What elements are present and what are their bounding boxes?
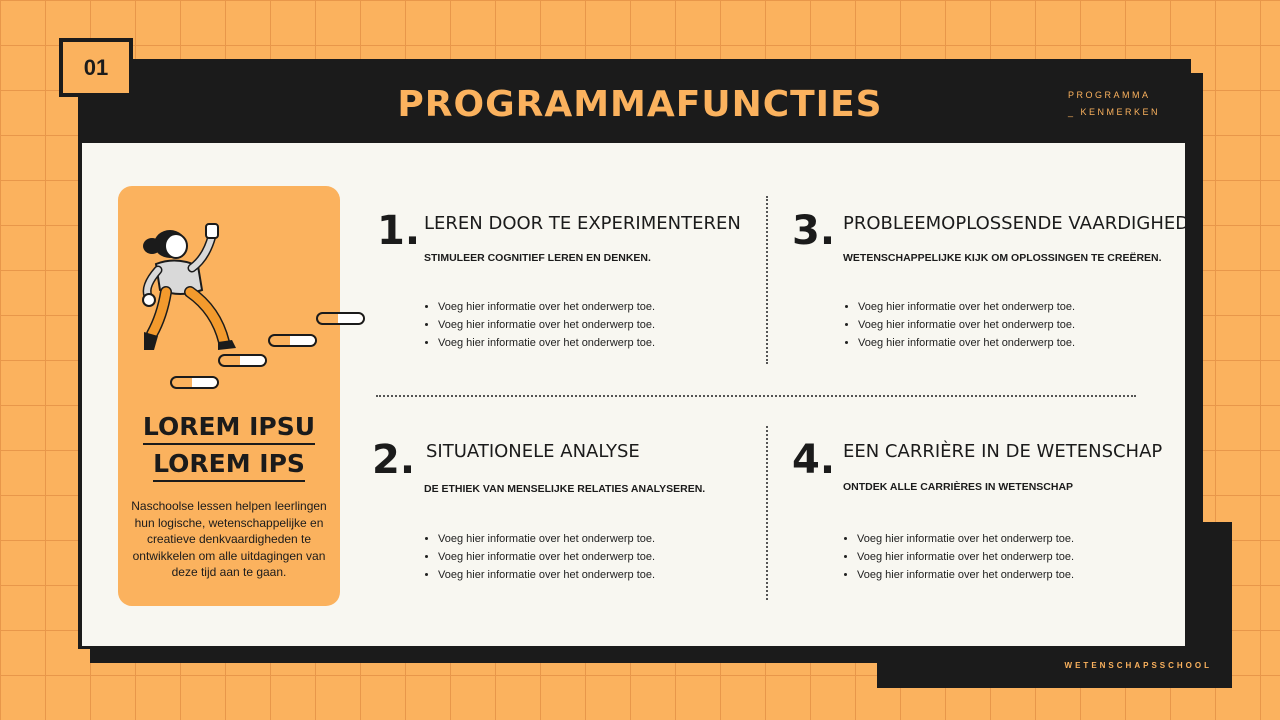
list-item: Voeg hier informatie over het onderwerp … <box>857 566 1074 584</box>
section-number: 1. <box>377 208 421 254</box>
header-tag-line: _ KENMERKEN <box>1068 107 1161 117</box>
section-number: 4. <box>792 437 836 483</box>
section-subtitle: WETENSCHAPPELIJKE KIJK OM OPLOSSINGEN TE… <box>843 252 1162 264</box>
section-title: EEN CARRIÈRE IN DE WETENSCHAP <box>843 441 1163 462</box>
section-title: SITUATIONELE ANALYSE <box>426 441 640 462</box>
bullet-list: Voeg hier informatie over het onderwerp … <box>424 530 655 584</box>
list-item: Voeg hier informatie over het onderwerp … <box>438 548 655 566</box>
step-bar <box>170 376 219 389</box>
running-person-illustration <box>142 223 236 350</box>
step-bar <box>316 312 365 325</box>
step-bar <box>268 334 317 347</box>
side-card-heading: LOREM IPS <box>118 449 340 482</box>
list-item: Voeg hier informatie over het onderwerp … <box>438 566 655 584</box>
bullet-list: Voeg hier informatie over het onderwerp … <box>844 298 1075 352</box>
section-number: 2. <box>372 437 416 483</box>
bullet-list: Voeg hier informatie over het onderwerp … <box>424 298 655 352</box>
side-card-heading-line: LOREM IPS <box>153 449 305 482</box>
side-card: LOREM IPSU LOREM IPS Naschoolse lessen h… <box>118 186 365 606</box>
slide-number: 01 <box>59 38 133 97</box>
header-tag: PROGRAMMA _ KENMERKEN <box>1068 87 1160 121</box>
list-item: Voeg hier informatie over het onderwerp … <box>858 334 1075 352</box>
side-card-description: Naschoolse lessen helpen leerlingen hun … <box>131 499 327 579</box>
side-card-heading: LOREM IPSU <box>118 412 340 445</box>
section-title: PROBLEEMOPLOSSENDE VAARDIGHEDEN <box>843 213 1185 234</box>
list-item: Voeg hier informatie over het onderwerp … <box>857 530 1074 548</box>
section-number: 3. <box>792 208 836 254</box>
section-subtitle: STIMULEER COGNITIEF LEREN EN DENKEN. <box>424 252 651 264</box>
list-item: Voeg hier informatie over het onderwerp … <box>438 530 655 548</box>
list-item: Voeg hier informatie over het onderwerp … <box>858 298 1075 316</box>
vertical-divider <box>766 196 768 364</box>
list-item: Voeg hier informatie over het onderwerp … <box>438 334 655 352</box>
bullet-list: Voeg hier informatie over het onderwerp … <box>843 530 1074 584</box>
list-item: Voeg hier informatie over het onderwerp … <box>438 298 655 316</box>
horizontal-divider <box>376 395 1136 397</box>
page-title: PROGRAMMAFUNCTIES <box>397 84 883 125</box>
vertical-divider <box>766 426 768 600</box>
section-title: LEREN DOOR TE EXPERIMENTEREN <box>424 213 741 234</box>
step-bar <box>218 354 267 367</box>
list-item: Voeg hier informatie over het onderwerp … <box>858 316 1075 334</box>
side-card-heading-line: LOREM IPSU <box>142 412 316 445</box>
list-item: Voeg hier informatie over het onderwerp … <box>857 548 1074 566</box>
list-item: Voeg hier informatie over het onderwerp … <box>438 316 655 334</box>
section-subtitle: DE ETHIEK VAN MENSELIJKE RELATIES ANALYS… <box>424 483 706 495</box>
section-subtitle: ONTDEK ALLE CARRIÈRES IN WETENSCHAP <box>843 481 1074 493</box>
header-tag-line: PROGRAMMA <box>1068 90 1151 100</box>
footer-brand: WETENSCHAPSSCHOOL <box>1064 661 1212 670</box>
